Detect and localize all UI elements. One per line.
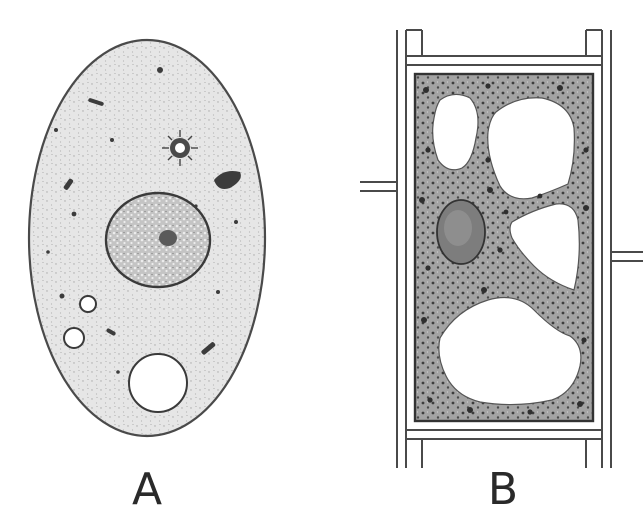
nucleus	[437, 200, 485, 264]
cell-b-label: B	[473, 468, 533, 512]
cell-a-label: A	[117, 468, 177, 512]
animal-cell	[29, 40, 265, 436]
plant-cell	[360, 30, 643, 468]
nucleolus	[159, 230, 177, 246]
nucleus	[106, 193, 210, 287]
